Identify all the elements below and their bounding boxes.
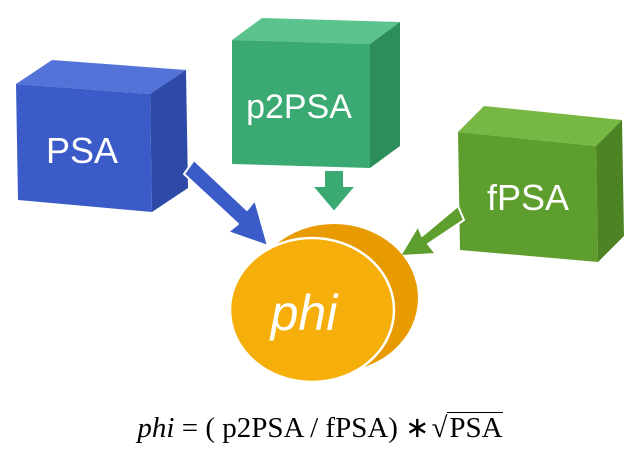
formula-radicand: PSA (447, 412, 503, 444)
fpsa-box-top (458, 106, 622, 146)
p2psa-box: p2PSA (232, 18, 400, 168)
p2psa-box-top (232, 18, 400, 44)
formula-open-paren: ( (205, 412, 215, 444)
psa-box-front (16, 84, 152, 212)
fpsa-box-label: fPSA (487, 177, 569, 218)
p2psa-box-front (232, 40, 370, 168)
formula-sqrt: √PSA (429, 412, 503, 445)
fpsa-box: fPSA (458, 106, 624, 262)
phi-coin-front (228, 236, 396, 384)
psa-box-top (16, 60, 186, 94)
arrow-fpsa-to-phi (399, 205, 465, 257)
fpsa-box-side (596, 120, 624, 262)
formula-radical-sign: √ (431, 412, 448, 444)
p2psa-box-side (370, 22, 400, 168)
formula-divide: / (310, 412, 319, 444)
formula-denominator: fPSA) (325, 412, 398, 444)
fpsa-box-front (458, 132, 598, 262)
psa-box-label: PSA (46, 130, 118, 171)
formula-lhs: phi (137, 412, 175, 444)
psa-box-side (150, 70, 188, 212)
formula-numerator: p2PSA (222, 412, 303, 444)
formula-times: ∗ (405, 412, 430, 444)
phi-diagram: PSA p2PSA fPSA phi (16, 18, 624, 384)
formula-equals: = (181, 412, 199, 444)
arrow-psa-to-phi (183, 159, 269, 247)
p2psa-box-label: p2PSA (246, 88, 352, 126)
phi-coin: phi (228, 224, 418, 384)
phi-formula: phi = ( p2PSA / fPSA) ∗√PSA (0, 410, 640, 445)
phi-coin-label: phi (269, 285, 340, 341)
psa-box: PSA (16, 60, 188, 212)
arrow-p2psa-to-phi (311, 169, 357, 213)
